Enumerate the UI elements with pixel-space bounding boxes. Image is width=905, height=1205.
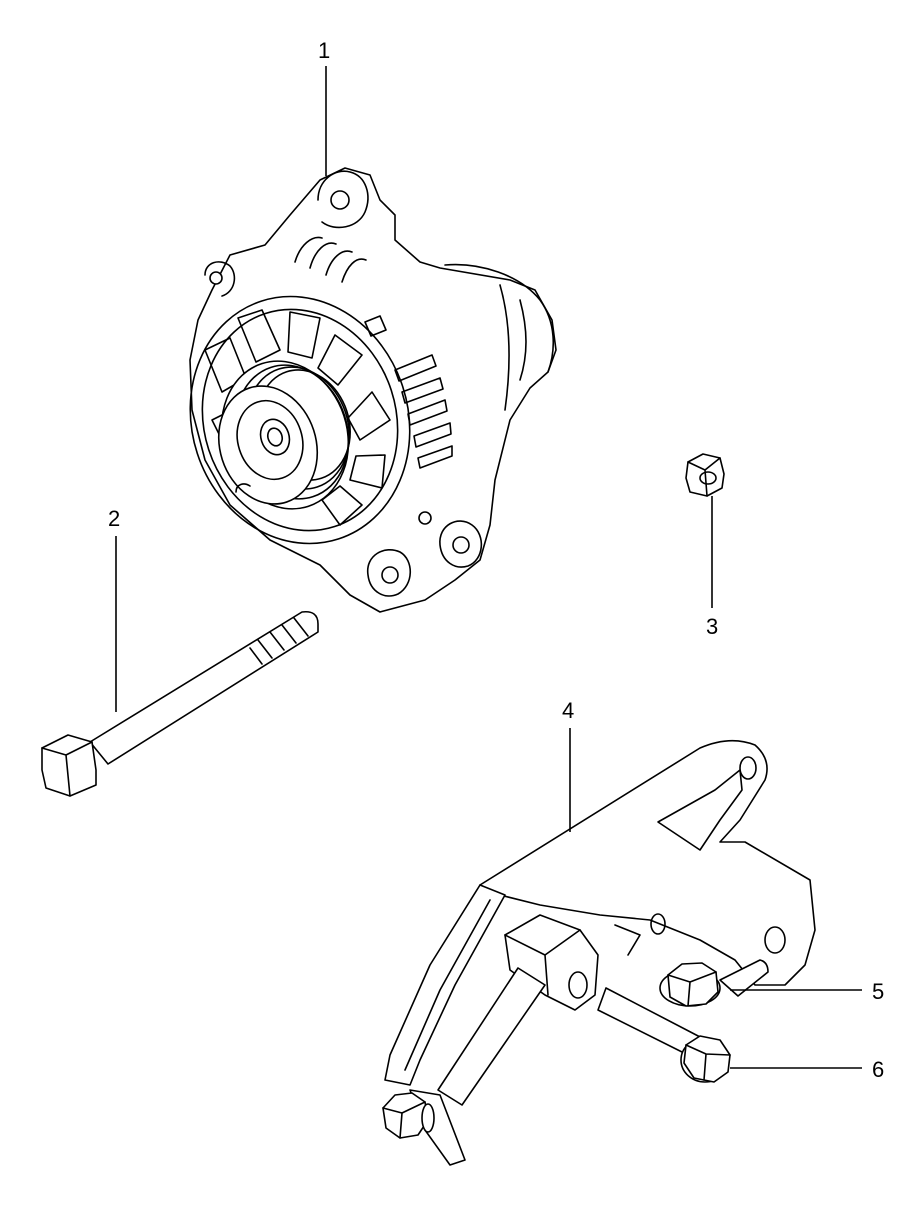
callout-1: 1 <box>318 38 330 63</box>
callout-3: 3 <box>706 614 718 639</box>
long-hex-bolt-icon <box>41 610 319 797</box>
callout-4: 4 <box>562 698 574 723</box>
mounting-bracket-icon <box>384 739 816 1166</box>
flange-bolt-icon <box>382 1092 435 1139</box>
flange-bolt-icon <box>597 987 731 1083</box>
callout-6: 6 <box>872 1057 884 1082</box>
callout-2: 2 <box>108 506 120 531</box>
alternator-icon <box>189 167 557 613</box>
hex-nut-icon <box>685 453 725 497</box>
callout-5: 5 <box>872 979 884 1004</box>
flange-bolt-icon <box>659 959 769 1007</box>
